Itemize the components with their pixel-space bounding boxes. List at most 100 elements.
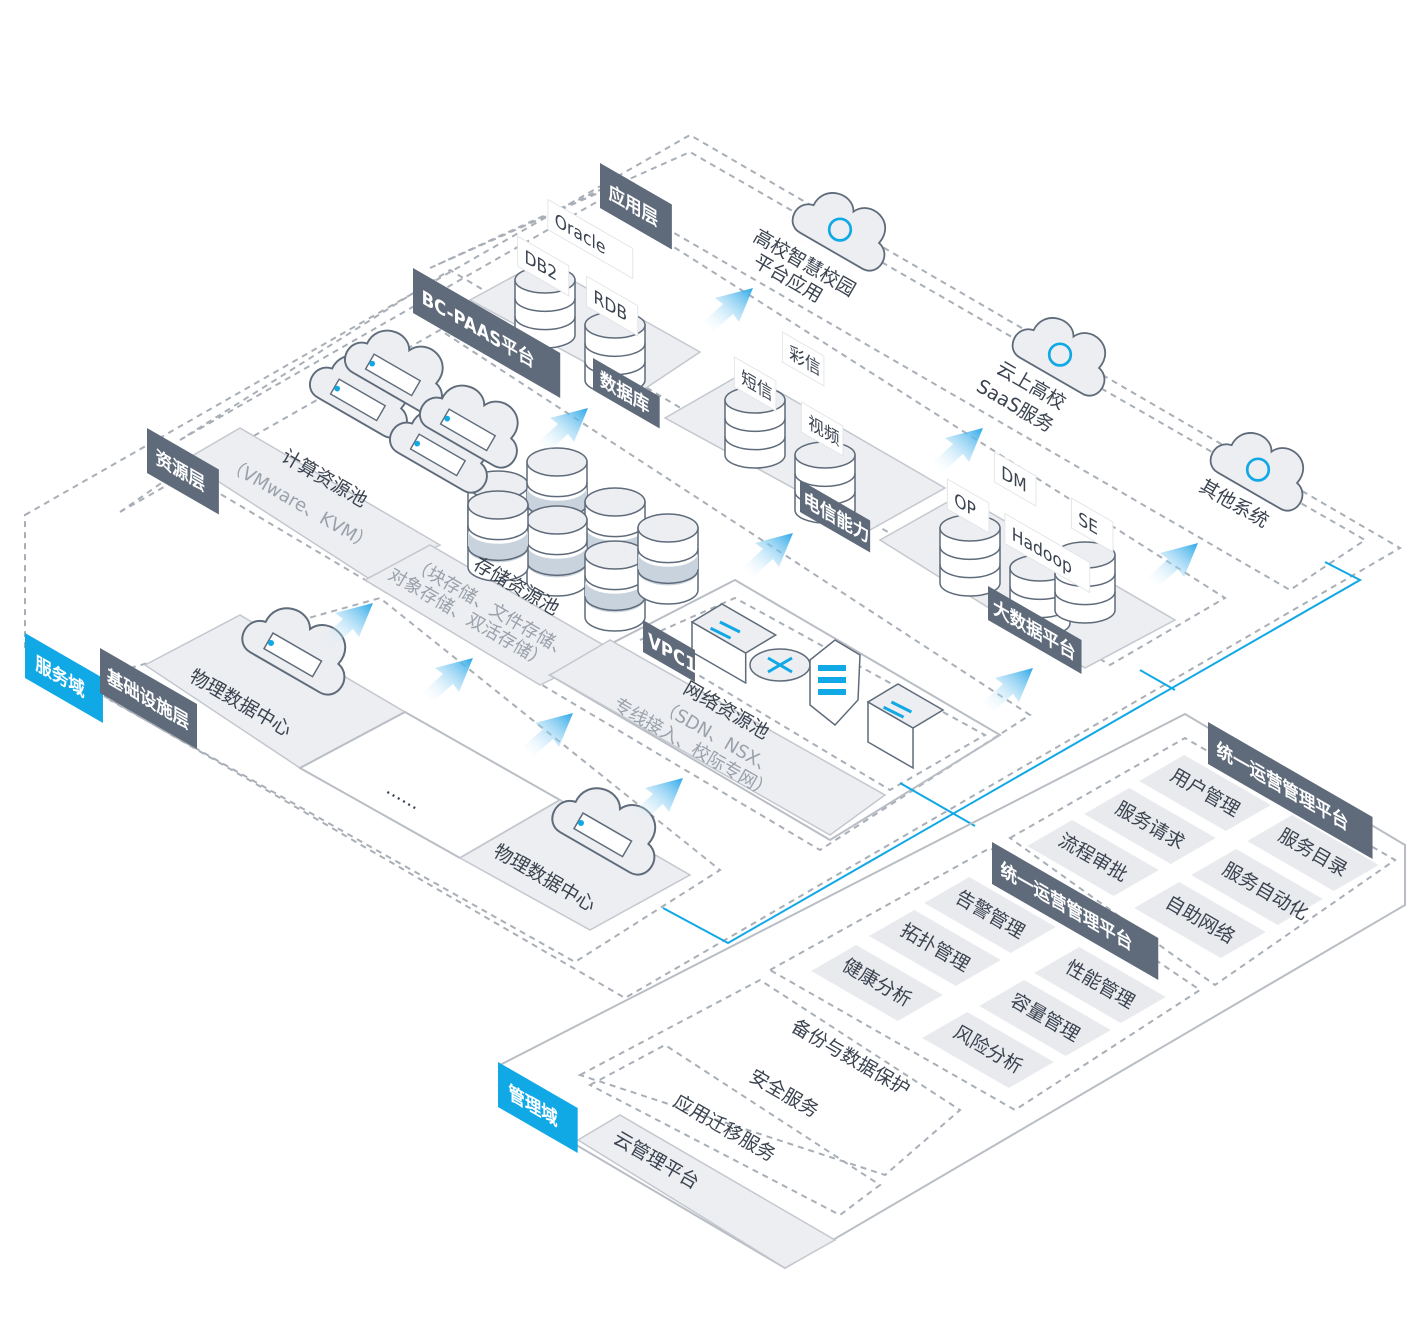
flow-arrow-icon <box>703 288 753 332</box>
flow-arrow-icon <box>983 668 1033 712</box>
cylinder-body <box>467 504 529 582</box>
cylinder-body <box>584 554 646 632</box>
cylinder-band <box>527 544 587 578</box>
cylinder-line <box>514 316 576 331</box>
database-cylinder-icon <box>526 505 588 597</box>
mgmt-service-label: 备份与数据保护 <box>788 1015 914 1101</box>
server-led <box>334 385 341 392</box>
ops-cell-background <box>1084 788 1216 864</box>
server-slot <box>364 353 422 397</box>
network-panel <box>548 639 887 836</box>
paas-item-tag: OP <box>946 478 990 534</box>
flow-arrow-icon <box>1148 543 1198 587</box>
switch-icon <box>690 603 778 685</box>
cylinder-line <box>526 482 588 498</box>
cylinder-top <box>637 513 699 543</box>
ops-cell-background <box>1027 820 1159 896</box>
service-domain-tab: 服务域 <box>25 633 103 723</box>
database-cylinder-icon <box>724 386 786 469</box>
cylinder-line <box>939 564 1001 579</box>
ops-a-outline <box>767 846 1202 1112</box>
brick-wall <box>818 665 846 695</box>
cylinder-line <box>637 569 699 585</box>
cylinder-body <box>637 527 699 605</box>
cylinder-line <box>724 418 786 433</box>
tag-background <box>1004 512 1091 594</box>
cloud-shape <box>1209 432 1304 512</box>
cloud-server-icon <box>419 384 519 469</box>
paas-item-tag: 彩信 <box>781 331 825 387</box>
cylinder-band <box>468 529 528 563</box>
cloud-app-icon <box>1209 432 1304 512</box>
ops-cell-background <box>811 945 943 1021</box>
tag-background <box>946 478 990 534</box>
firewall-shield-icon <box>809 639 861 727</box>
tag-background <box>800 401 844 457</box>
resource-layer-tab: 资源层 <box>147 428 219 515</box>
flag-icon <box>1047 342 1073 367</box>
cylinder-line <box>526 540 588 556</box>
cloud-app-icon <box>1011 317 1106 397</box>
flow-arrow-icon <box>933 428 983 472</box>
tag-label: Oracle <box>555 209 606 259</box>
server-led <box>444 415 451 422</box>
cylinder-line <box>724 436 786 451</box>
connector-line <box>899 782 976 827</box>
server-slot <box>329 378 387 422</box>
database-cylinder-icon <box>939 514 1001 597</box>
tag-background <box>517 235 570 297</box>
device-arrows <box>882 700 913 719</box>
cylinder-body <box>724 399 786 469</box>
cloud-platform-panel <box>576 1114 837 1269</box>
tag-background <box>733 356 777 412</box>
cloud-server-icon <box>551 787 657 876</box>
flow-arrow-icon <box>323 603 373 647</box>
ops-cell-background <box>1139 755 1271 831</box>
vpc-outline <box>547 578 1002 842</box>
cylinder-line <box>637 548 699 564</box>
cylinder-top <box>526 505 588 535</box>
cylinder-band <box>585 579 645 613</box>
cylinder-line <box>514 298 576 313</box>
presentation-icon <box>1245 457 1271 482</box>
flow-arrow-icon <box>523 713 573 757</box>
cylinder-line <box>584 596 646 612</box>
ops-cell-background <box>924 877 1056 953</box>
device-arrows <box>709 620 741 640</box>
cloud-server-icon <box>344 329 444 414</box>
cylinder-line <box>467 546 529 562</box>
flow-arrow-icon <box>538 408 588 452</box>
cylinder-line <box>1054 591 1116 606</box>
cylinder-line <box>939 546 1001 561</box>
infra-cell-3 <box>458 799 692 931</box>
cylinder-line <box>584 343 646 358</box>
infra-label: ...... <box>383 777 425 814</box>
ops-cell-background <box>869 910 1001 986</box>
service-domain-outline <box>24 133 1402 1000</box>
compute-panel <box>183 427 442 579</box>
database-cylinder-icon <box>637 513 699 605</box>
ops-b-outline <box>1008 736 1397 987</box>
server-slot <box>572 812 633 858</box>
connector-line <box>662 561 1363 945</box>
server-slot <box>439 408 497 452</box>
ops-cell-background <box>1191 849 1323 925</box>
services-inner-outline <box>587 1043 882 1217</box>
flow-arrow-icon <box>423 658 473 702</box>
ops-cell: 自助网络 <box>1134 882 1266 958</box>
ops-cell-background <box>1134 882 1266 958</box>
ops-cell-background <box>979 980 1111 1056</box>
flow-arrow-icon <box>743 533 793 577</box>
server-led <box>268 640 274 646</box>
server-led <box>369 360 376 367</box>
cylinder-top <box>467 490 529 520</box>
mgmt-service-label: 安全服务 <box>746 1065 823 1122</box>
cylinder-top <box>526 447 588 477</box>
tag-background <box>1070 497 1114 553</box>
ops-cell-background <box>1034 947 1166 1023</box>
cloud-shape <box>791 192 886 272</box>
tag-background <box>586 275 639 337</box>
paas-item-tag: SE <box>1070 497 1114 553</box>
vpc-inner-outline <box>637 596 988 792</box>
